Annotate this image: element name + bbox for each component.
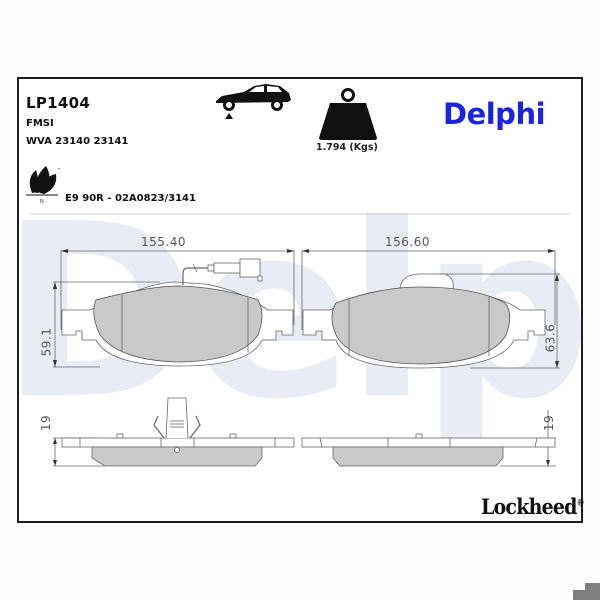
pad-left-height-label: 59.1 (39, 327, 54, 357)
pad-right-width-label: 156.60 (385, 235, 430, 249)
pad-right-height-label: 63.6 (543, 323, 558, 353)
delphi-logo: Delphi (443, 97, 546, 131)
part-number: LP1404 (26, 94, 91, 112)
svg-text:Delphi: Delphi (17, 172, 583, 452)
corner-mark (573, 583, 600, 600)
pad-left-width-label: 155.40 (141, 235, 186, 249)
eco-approval-code: E9 90R - 02A0823/3141 (65, 193, 196, 204)
lockheed-logo: Lockheed® (481, 494, 585, 520)
weight-value: 1.794 (Kgs) (316, 142, 378, 153)
pad-left-thickness-label: 19 (39, 414, 54, 432)
pad-right-thickness-label: 19 (542, 414, 557, 432)
fmsi-label: FMSI (26, 118, 54, 129)
wva-number: WVA 23140 23141 (26, 136, 129, 147)
